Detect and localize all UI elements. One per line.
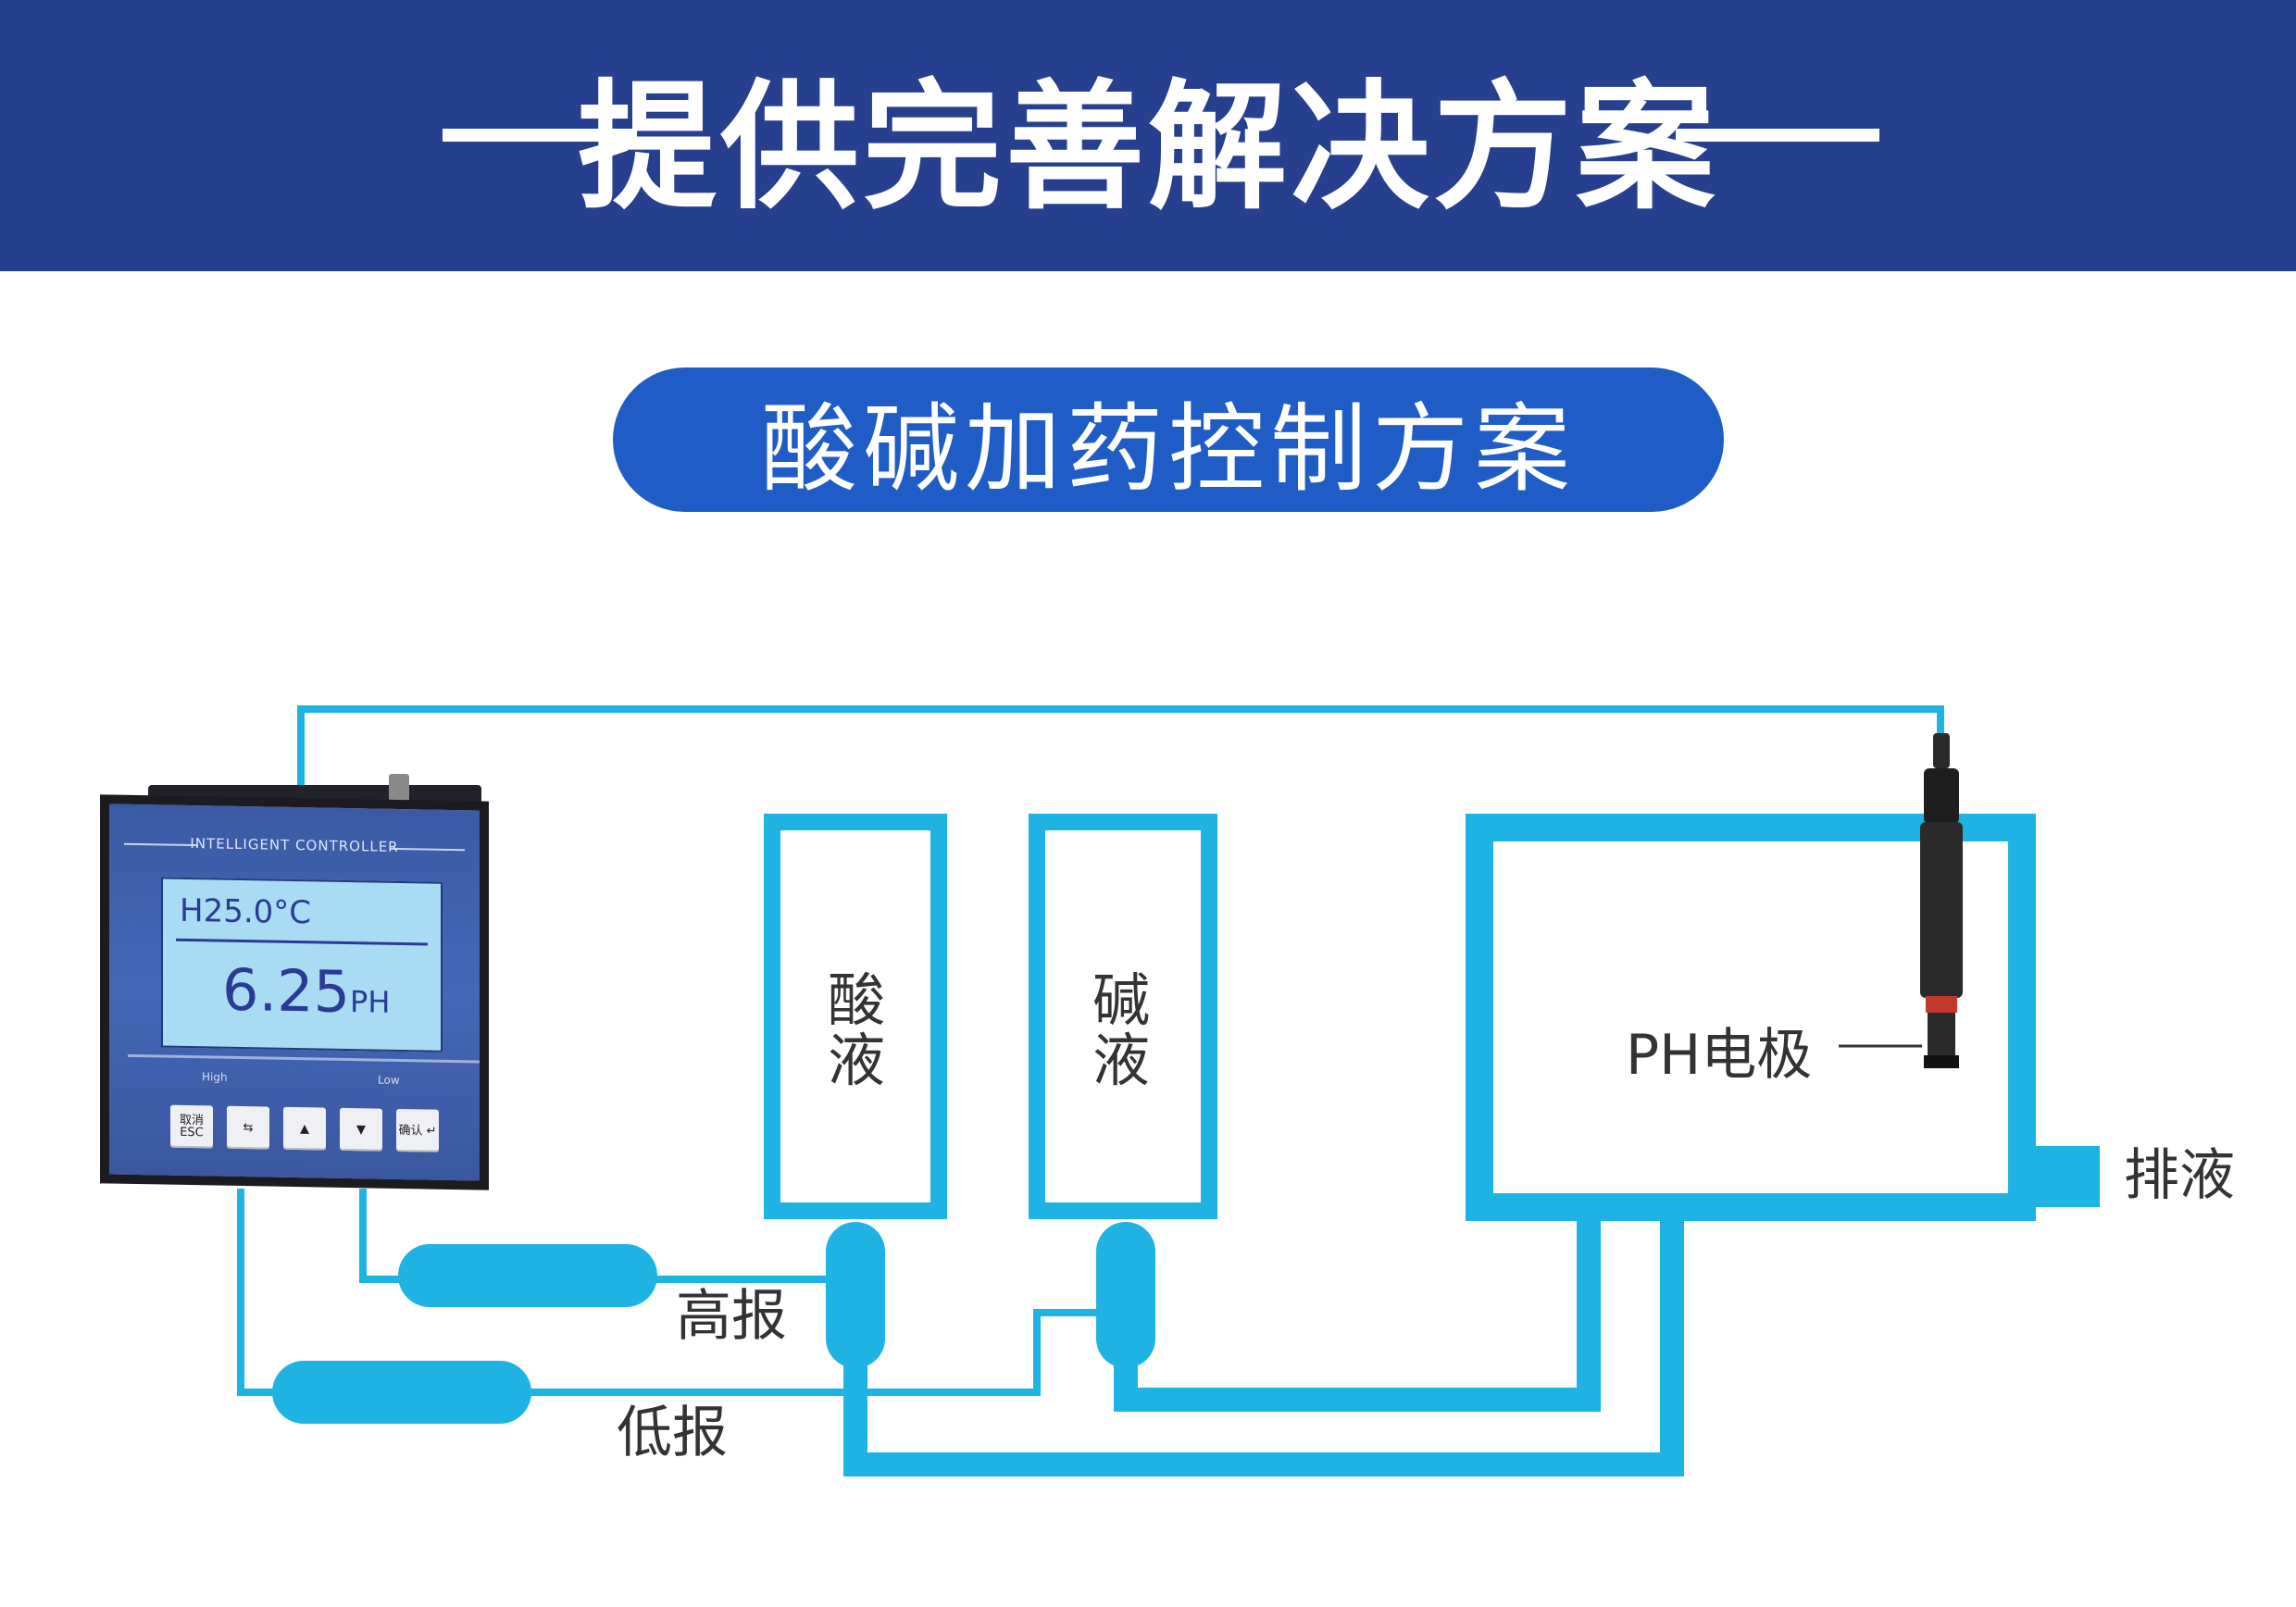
ph-electrode xyxy=(1920,733,1963,1068)
acid-outlet-pipe xyxy=(843,1207,1684,1476)
base-pump xyxy=(1096,1222,1155,1368)
down-key[interactable]: ▼ xyxy=(340,1107,382,1152)
acid-tank xyxy=(764,814,947,1219)
esc-key[interactable]: 取消 ESC xyxy=(170,1104,213,1149)
panel-curve xyxy=(128,1053,480,1064)
low-alarm-wire-2 xyxy=(524,1309,1102,1396)
signal-line xyxy=(297,705,1944,796)
drain-label: 排液 xyxy=(2124,1143,2235,1208)
ph-unit: PH xyxy=(350,984,391,1020)
lcd-screen: H25.0°C 6.25PH xyxy=(161,877,443,1053)
page-title: 提供完善解决方案 xyxy=(577,68,1718,229)
low-indicator: Low xyxy=(378,1073,400,1087)
up-key[interactable]: ▲ xyxy=(283,1106,326,1151)
base-outlet-pipe xyxy=(1114,1207,1601,1412)
acid-tank-label: 酸液 xyxy=(827,966,885,1095)
shift-key[interactable]: ⇆ xyxy=(227,1105,269,1150)
drain-pipe xyxy=(2022,1146,2100,1207)
section-subtitle: 酸碱加药控制方案 xyxy=(613,367,1724,512)
base-tank xyxy=(1029,814,1217,1219)
high-alarm-label: 高报 xyxy=(676,1284,787,1349)
ph-readout: 6.25PH xyxy=(222,956,390,1027)
controller-connector xyxy=(389,774,409,802)
low-alarm-relay xyxy=(272,1361,531,1424)
enter-key[interactable]: 确认 ↵ xyxy=(396,1108,439,1152)
acid-pump xyxy=(826,1222,885,1368)
high-indicator: High xyxy=(202,1070,228,1084)
keypad: 取消 ESC ⇆ ▲ ▼ 确认 ↵ xyxy=(170,1104,439,1156)
low-alarm-label: 低报 xyxy=(617,1401,728,1465)
ph-controller: INTELLIGENT CONTROLLER H25.0°C 6.25PH Hi… xyxy=(100,794,489,1190)
controller-brand: INTELLIGENT CONTROLLER xyxy=(190,835,399,855)
electrode-label: PH电极 xyxy=(1626,1023,1813,1088)
base-tank-label: 碱液 xyxy=(1092,966,1150,1095)
title-dash-right xyxy=(1676,129,1879,142)
title-dash-left xyxy=(443,129,637,142)
lcd-divider xyxy=(176,938,428,946)
ph-value: 6.25 xyxy=(222,955,351,1027)
temperature-readout: H25.0°C xyxy=(180,891,312,932)
header-banner xyxy=(0,0,2296,271)
high-alarm-relay xyxy=(398,1244,657,1307)
